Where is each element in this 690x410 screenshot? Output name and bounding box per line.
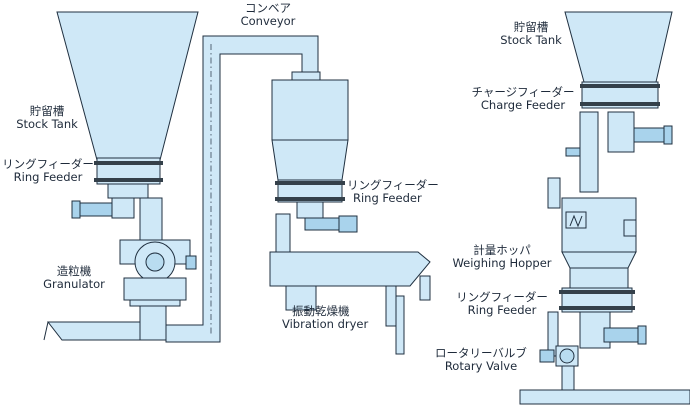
- weighing-hopper-label: 計量ホッパ Weighing Hopper: [450, 244, 554, 270]
- ring-feeder-mid-label-jp: リングフィーダー: [347, 178, 439, 192]
- conveyor-label-jp: コンベア: [245, 1, 291, 15]
- stock-tank-left-label-jp: 貯留槽: [29, 104, 65, 118]
- ring-feeder-right-label-en: Ring Feeder: [467, 303, 537, 317]
- weighing-hopper: [547, 177, 637, 269]
- granulator-label-en: Granulator: [43, 277, 105, 291]
- stock-tank-left-label: 貯留槽 Stock Tank: [14, 105, 80, 131]
- right-ring-feeder: [547, 311, 647, 357]
- vibration-dryer-label-en: Vibration dryer: [282, 317, 369, 331]
- rotary-valve-label: ロータリーバルブ Rotary Valve: [426, 347, 536, 373]
- ring-feeder-mid-label-en: Ring Feeder: [353, 191, 422, 205]
- granulator-label-jp: 造粒機: [56, 264, 92, 278]
- vibration-dryer-label: 振動乾燥機 Vibration dryer: [282, 305, 368, 331]
- rotary-valve-label-jp: ロータリーバルブ: [435, 346, 527, 360]
- vibration-dryer-label-jp: 振動乾燥機: [292, 304, 350, 318]
- ring-feeder-left-label-jp: リングフィーダー: [2, 157, 94, 171]
- charge-feeder-label-en: Charge Feeder: [480, 98, 566, 112]
- ring-feeder-right-label-jp: リングフィーダー: [456, 290, 548, 304]
- charge-feeder-label-jp: チャージフィーダー: [471, 85, 575, 99]
- left-ring-feeder: [71, 183, 163, 251]
- ring-feeder-left-label-en: Ring Feeder: [13, 170, 83, 184]
- middle-hopper: [271, 71, 349, 203]
- stock-tank-right-label-jp: 貯留槽: [513, 20, 549, 34]
- ring-feeder-mid-label: リングフィーダー Ring Feeder: [347, 179, 439, 205]
- ring-feeder-left-label: リングフィーダー Ring Feeder: [2, 158, 94, 184]
- right-lower-hopper: [559, 267, 635, 313]
- stock-tank-left-label-en: Stock Tank: [16, 117, 78, 131]
- right-bottom-pipe: [519, 365, 690, 405]
- charge-feeder-label: チャージフィーダー Charge Feeder: [470, 86, 576, 112]
- weighing-hopper-label-jp: 計量ホッパ: [473, 243, 531, 257]
- stock-tank-right-label-en: Stock Tank: [500, 33, 562, 47]
- granulator: [119, 239, 197, 341]
- rotary-valve-label-en: Rotary Valve: [444, 359, 518, 373]
- granulator-label: 造粒機 Granulator: [40, 265, 108, 291]
- charge-feeder: [565, 111, 673, 193]
- rotary-valve: [539, 345, 579, 367]
- left-stock-tank: [56, 11, 199, 185]
- conveyor-label-en: Conveyor: [240, 14, 296, 28]
- vibration-dryer: [269, 251, 431, 355]
- ring-feeder-right-label: リングフィーダー Ring Feeder: [454, 291, 550, 317]
- right-stock-tank: [564, 11, 673, 109]
- conveyor-label: コンベア Conveyor: [228, 2, 308, 28]
- middle-ring-feeder: [275, 201, 358, 255]
- stock-tank-right-label: 貯留槽 Stock Tank: [498, 21, 564, 47]
- left-bottom-duct: [43, 321, 141, 341]
- weighing-hopper-label-en: Weighing Hopper: [452, 256, 552, 270]
